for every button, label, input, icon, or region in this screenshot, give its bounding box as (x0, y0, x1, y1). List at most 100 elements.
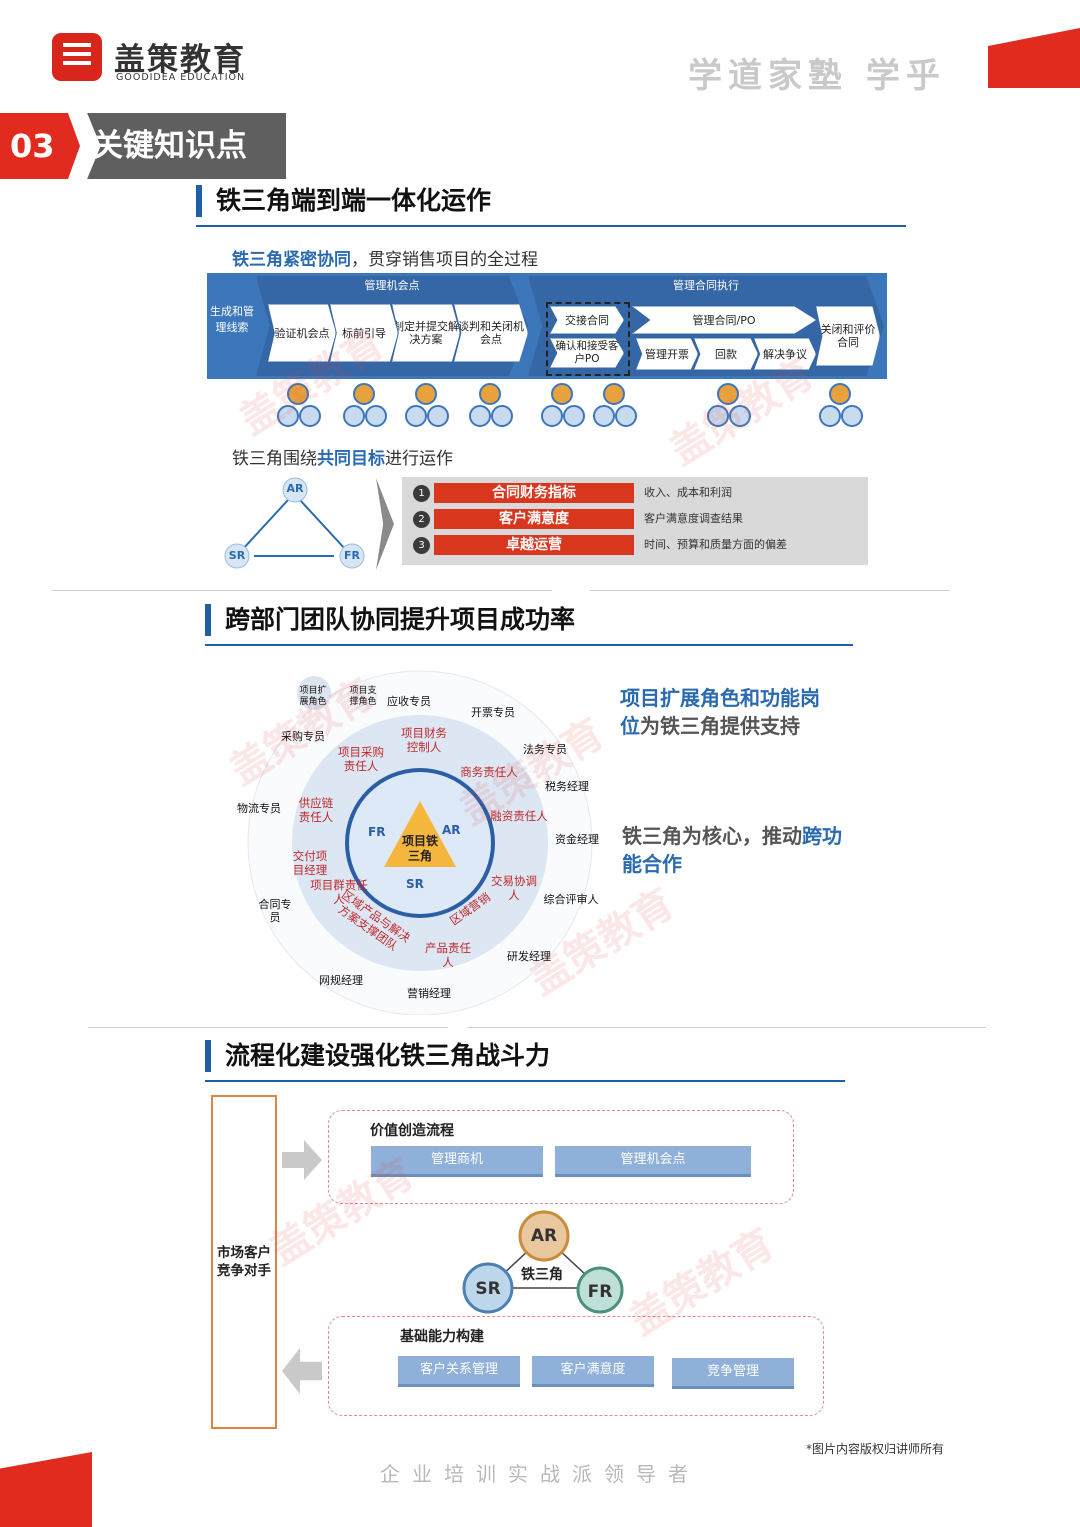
step-negotiate: 谈判和关闭机会点 (454, 304, 528, 362)
part3-heading-line (205, 1080, 845, 1082)
part1-heading-line (196, 225, 906, 227)
part1-heading: 铁三角端到端一体化运作 (196, 185, 491, 217)
mini-triangle (405, 383, 449, 427)
role-outer: 网规经理 (319, 974, 363, 987)
role-outer: 物流专员 (237, 802, 281, 815)
mini-triangle (593, 383, 637, 427)
role-inner: 项目群责任人 (310, 878, 368, 906)
role-inner: 融资责任人 (490, 809, 548, 823)
part2-text2: 铁三角为核心，推动跨功能合作 (622, 824, 842, 876)
dashed-group (546, 302, 630, 376)
value-btn: 管理商机 (371, 1146, 543, 1177)
goal-desc: 收入、成本和利润 (644, 486, 732, 499)
step-manage-po: 管理合同/PO (632, 306, 816, 334)
tri-sr: SR (228, 549, 246, 562)
base-btn: 客户满意度 (532, 1356, 654, 1387)
role-inner: 项目财务控制人 (401, 726, 447, 754)
partner-logo: 学道家塾 学乎 (688, 56, 946, 96)
mini-triangle (819, 383, 863, 427)
goal-number: 2 (413, 511, 430, 528)
goal-number: 1 (413, 485, 430, 502)
decor-corner (988, 28, 1080, 88)
divider (52, 590, 552, 591)
brand-logo-icon (52, 33, 102, 81)
divider (468, 1027, 986, 1028)
role-outer: 营销经理 (407, 987, 451, 1000)
step-dispute: 解决争议 (754, 338, 816, 370)
goal-subtitle: 铁三角围绕共同目标进行运作 (232, 449, 453, 469)
goal-label: 卓越运营 (434, 535, 634, 555)
role-inner: 交易协调人 (491, 874, 537, 902)
role-outer: 资金经理 (555, 833, 599, 846)
triangle-diagram (224, 477, 365, 569)
goal-label: 客户满意度 (434, 509, 634, 529)
legend-extended: 项目扩展角色 (299, 686, 327, 707)
goal-desc: 时间、预算和质量方面的偏差 (644, 538, 787, 551)
step-confirm-po: 确认和接受客户PO (550, 338, 624, 368)
role-inner: 交付项目经理 (292, 849, 328, 877)
step-bid-guide: 标前引导 (330, 304, 398, 362)
iron-ar: AR (530, 1226, 558, 1246)
mini-triangle (541, 383, 585, 427)
role-outer: 应收专员 (387, 695, 431, 708)
footer-slogan: 企业培训实战派领导者 (380, 1462, 700, 1486)
goal-desc: 客户满意度调查结果 (644, 512, 743, 525)
role-inner: 供应链责任人 (298, 796, 334, 824)
role-circle-diagram (247, 670, 593, 1015)
step-solution: 制定并提交解决方案 (392, 304, 460, 362)
divider (88, 1027, 448, 1028)
role-outer: 采购专员 (281, 730, 325, 743)
step-verify: 验证机会点 (268, 304, 336, 362)
role-inner: 产品责任人 (425, 941, 471, 969)
base-capability-box (328, 1316, 824, 1416)
role-inner: 商务责任人 (460, 765, 518, 779)
arrow-right-icon (282, 1140, 322, 1180)
iron-sr: SR (475, 1279, 501, 1299)
divider (590, 590, 950, 591)
mini-triangle (469, 383, 513, 427)
value-btn: 管理机会点 (555, 1146, 751, 1177)
mini-triangle (277, 383, 321, 427)
part2-text1: 项目扩展角色和功能岗位为铁三角提供支持 (620, 686, 820, 738)
section-number: 03 (0, 113, 80, 179)
section-title: 关键知识点 (60, 113, 286, 179)
band-group2-label: 管理合同执行 (673, 279, 739, 292)
iron-triangle-diagram (462, 1210, 624, 1314)
iron-fr: FR (587, 1282, 613, 1302)
base-btn: 竞争管理 (672, 1358, 794, 1389)
base-btn: 客户关系管理 (398, 1356, 520, 1387)
step-close: 关闭和评价合同 (816, 306, 880, 366)
brand-name-en: GOODIDEA EDUCATION (116, 72, 246, 83)
tri-fr: FR (344, 549, 360, 562)
base-capability-title: 基础能力构建 (400, 1329, 484, 1345)
chevron-right-icon (376, 478, 394, 570)
tri-ar: AR (286, 482, 304, 495)
part1-subtitle: 铁三角紧密协同，贯穿销售项目的全过程 (232, 250, 538, 270)
mini-triangle (707, 383, 751, 427)
market-box: 市场客户竞争对手 (211, 1095, 277, 1429)
step-collection: 回款 (694, 338, 758, 370)
legend-support: 项目支撑角色 (349, 686, 377, 707)
arrow-left-icon (282, 1348, 322, 1394)
role-outer: 税务经理 (545, 780, 589, 793)
mini-triangles-row (277, 383, 863, 427)
part3-heading: 流程化建设强化铁三角战斗力 (205, 1040, 550, 1072)
band-group1-label: 管理机会点 (364, 279, 420, 292)
role-inner: 项目采购责任人 (338, 745, 384, 773)
role-outer: 开票专员 (471, 706, 515, 719)
role-outer: 合同专员 (258, 898, 292, 924)
copyright: *图片内容版权归讲师所有 (806, 1442, 945, 1456)
core-fr: FR (368, 825, 386, 839)
brand-name: 盖策教育 (114, 42, 246, 78)
band-left-label: 生成和管理线索 (210, 305, 254, 334)
mini-triangle (343, 383, 387, 427)
role-outer: 综合评审人 (543, 893, 599, 906)
core-sr: SR (406, 877, 424, 891)
value-process-title: 价值创造流程 (370, 1123, 454, 1139)
goal-label: 合同财务指标 (434, 483, 634, 503)
core-ar: AR (442, 823, 461, 837)
step-handover: 交接合同 (550, 306, 624, 334)
role-outer: 法务专员 (523, 743, 567, 756)
part2-heading: 跨部门团队协同提升项目成功率 (205, 604, 575, 636)
goal-number: 3 (413, 537, 430, 554)
